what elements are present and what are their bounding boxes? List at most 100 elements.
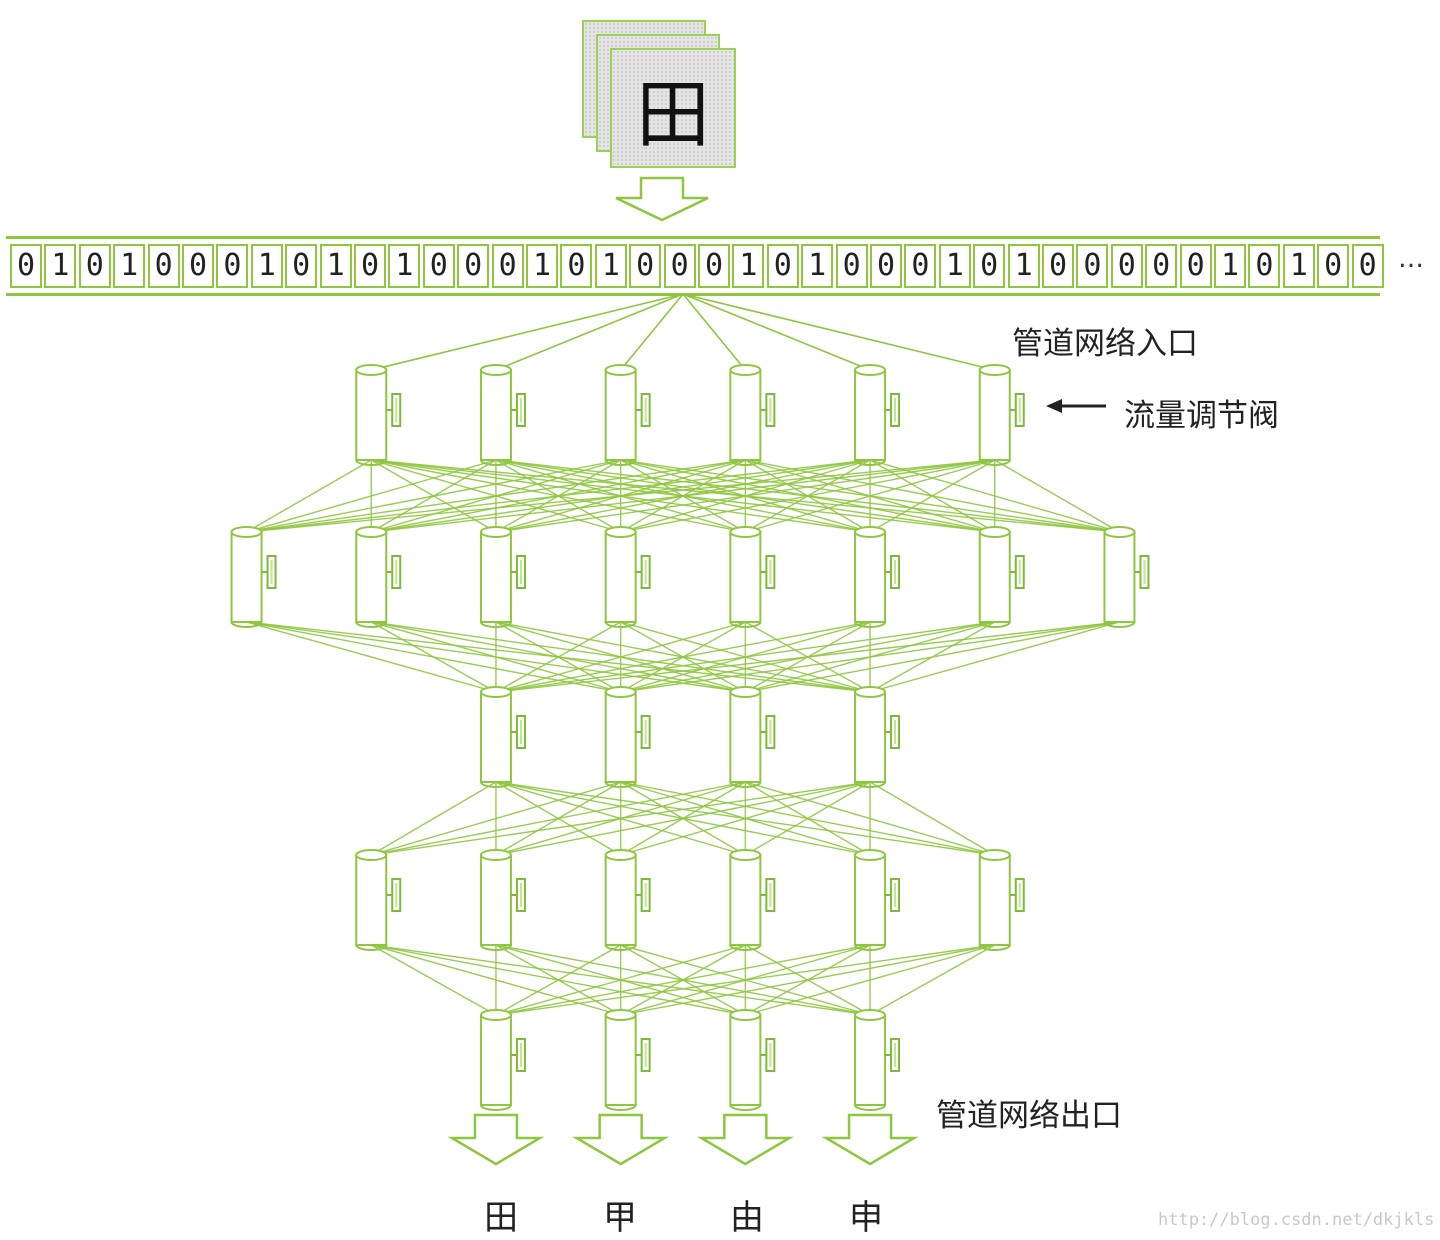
- pipe-bottom-rim: [604, 621, 637, 628]
- pipe-top-rim: [729, 364, 762, 376]
- layer-connection-line: [620, 621, 1120, 693]
- pipe-body: [729, 1014, 762, 1106]
- pipe-body: [854, 854, 887, 946]
- pipe-top-rim: [479, 1009, 512, 1021]
- layer-connection-line: [495, 944, 746, 1016]
- pipe-body: [604, 531, 637, 623]
- binary-bit: 0: [1351, 244, 1384, 288]
- pipe-top-rim: [604, 849, 637, 861]
- pipe-body: [854, 1014, 887, 1106]
- output-down-arrow-icon: [696, 1113, 794, 1166]
- layer-connection-line: [620, 781, 871, 856]
- input-character: 田: [636, 71, 710, 158]
- pipe-top-rim: [854, 526, 887, 538]
- binary-bit: 1: [526, 244, 558, 288]
- binary-bit: 0: [629, 244, 662, 288]
- layer-connection-line: [246, 459, 497, 533]
- pipe-top-rim: [729, 686, 762, 698]
- watermark: http://blog.csdn.net/dkjkls: [1158, 1210, 1435, 1230]
- pipe-body: [978, 531, 1011, 623]
- binary-bit: 1: [388, 244, 421, 288]
- input-connection-line: [682, 293, 871, 371]
- pipe-bottom-rim: [978, 459, 1011, 466]
- binary-bit: 0: [1110, 244, 1143, 288]
- layer-connection-line: [495, 621, 621, 693]
- binary-bit: 0: [147, 244, 180, 288]
- pipe-bottom-rim: [479, 1104, 512, 1111]
- pipe-bottom-rim: [479, 781, 512, 788]
- pipe-body: [479, 691, 512, 783]
- pipe-body: [479, 369, 512, 461]
- pipe-bottom-rim: [729, 459, 762, 466]
- pipe-body: [604, 1014, 637, 1106]
- binary-bit: 1: [44, 244, 77, 288]
- output-char-4: 申: [849, 1198, 883, 1238]
- layer-connection-line: [495, 781, 871, 856]
- layer-connection-line: [495, 459, 995, 533]
- layer-connection-line: [495, 621, 746, 693]
- pipe-body: [729, 369, 762, 461]
- binary-bit: 0: [904, 244, 937, 288]
- layer-connection-line: [495, 944, 621, 1016]
- pipe-top-rim: [729, 526, 762, 538]
- layer-connection-line: [371, 459, 995, 533]
- binary-bit: 1: [1282, 244, 1315, 288]
- pipe-top-rim: [479, 364, 512, 376]
- layer-connection-line: [495, 944, 995, 1016]
- pipe-bottom-rim: [604, 459, 637, 466]
- layer-connection-line: [370, 621, 497, 693]
- layer-connection-line: [495, 621, 1120, 693]
- pipe-top-rim: [230, 526, 263, 538]
- input-image-card-front: 田: [610, 48, 736, 168]
- pipe-body: [604, 691, 637, 783]
- binary-bit: 0: [1179, 244, 1212, 288]
- pipe-bottom-rim: [729, 1104, 762, 1111]
- pipe-top-rim: [604, 364, 637, 376]
- pipe-bottom-rim: [854, 459, 887, 466]
- pipe-bottom-rim: [1103, 621, 1136, 628]
- pipe-top-rim: [854, 686, 887, 698]
- pipe-body: [230, 531, 263, 623]
- binary-bit: 1: [250, 244, 283, 288]
- pipe-bottom-rim: [355, 621, 388, 628]
- binary-bit: 0: [182, 244, 214, 288]
- pipe-body: [355, 369, 388, 461]
- binary-bit: 1: [732, 244, 765, 288]
- pipe-body: [729, 691, 762, 783]
- layer-connection-line: [744, 781, 871, 856]
- binary-bit: 0: [10, 244, 42, 288]
- input-down-arrow-icon: [615, 176, 709, 222]
- output-char-2: 甲: [603, 1198, 637, 1238]
- pipe-body: [479, 1014, 512, 1106]
- layer-connection-line: [370, 781, 497, 856]
- pipe-body: [1103, 531, 1136, 623]
- layer-connection-line: [869, 781, 996, 856]
- layer-connection-line: [371, 781, 746, 856]
- pipe-top-rim: [729, 1009, 762, 1021]
- binary-bit: 0: [216, 244, 249, 288]
- pipe-top-rim: [604, 686, 637, 698]
- input-connection-line: [682, 293, 995, 371]
- input-connection-line: [495, 293, 684, 371]
- pipe-body: [729, 854, 762, 946]
- layer-connection-line: [495, 621, 871, 693]
- pipe-bottom-rim: [355, 459, 388, 466]
- layer-connection-line: [246, 459, 621, 533]
- layer-connection-line: [745, 459, 995, 533]
- binary-bit: 0: [1042, 244, 1074, 288]
- entrance-label: 管道网络入口: [1012, 326, 1198, 362]
- pipe-top-rim: [479, 849, 512, 861]
- input-connection-line: [682, 293, 746, 371]
- pipe-top-rim: [729, 849, 762, 861]
- binary-bit: 0: [1248, 244, 1281, 288]
- pipe-bottom-rim: [854, 621, 887, 628]
- pipe-top-rim: [604, 526, 637, 538]
- binary-bit: 0: [1145, 244, 1178, 288]
- pipe-bottom-rim: [355, 944, 388, 951]
- pipe-top-rim: [355, 526, 388, 538]
- binary-bit: 0: [491, 244, 524, 288]
- valve-pointer-arrowhead-icon: [1046, 399, 1062, 413]
- layer-connection-line: [246, 459, 995, 533]
- binary-bit: 0: [663, 244, 696, 288]
